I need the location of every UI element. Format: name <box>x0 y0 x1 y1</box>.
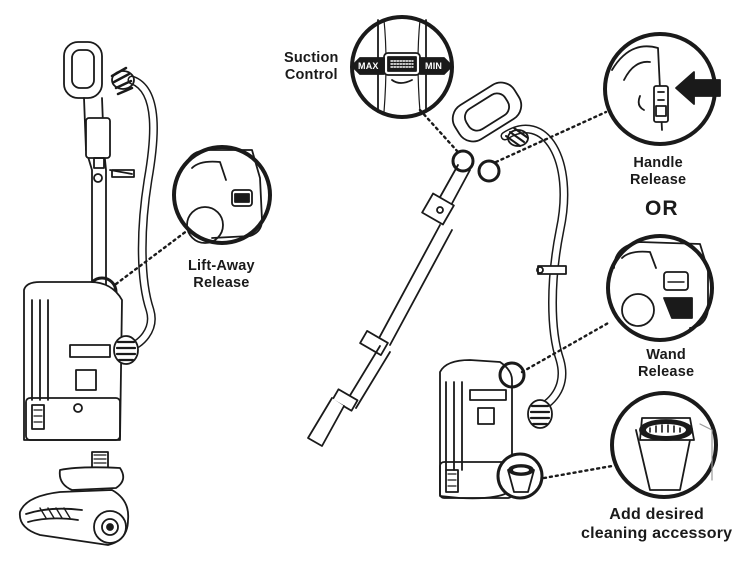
add-accessory-label-line2: cleaning accessory <box>581 525 733 542</box>
upright-floor-nozzle <box>18 451 130 546</box>
add-accessory-label: Add desired cleaning accessory <box>581 505 732 543</box>
handle-release-zoom <box>603 32 721 146</box>
add-accessory-label-line1: Add desired <box>609 506 704 523</box>
max-arrow-icon <box>351 57 385 75</box>
suction-control-marker <box>451 149 475 173</box>
lift-away-release-label: Lift-Away Release <box>188 258 255 292</box>
wand-release-label: Wand Release <box>638 347 694 381</box>
wand-release-label-line2: Release <box>638 364 695 380</box>
min-arrow-icon <box>419 57 453 75</box>
handle-release-label-line2: Release <box>630 172 687 188</box>
suction-control-label: Suction Control <box>284 50 339 84</box>
suction-control-zoom <box>350 15 454 119</box>
lift-away-release-label-line2: Release <box>193 275 250 291</box>
wand-release-marker <box>498 361 526 389</box>
push-arrow-icon <box>675 71 721 105</box>
handle-release-marker <box>477 159 501 183</box>
lift-away-zoom <box>172 145 272 245</box>
lift-away-vacuum <box>307 81 569 500</box>
wand-release-zoom <box>606 234 714 342</box>
upright-vacuum <box>18 41 272 546</box>
max-label: MAX <box>358 61 379 71</box>
handle-release-label-line1: Handle <box>633 155 683 171</box>
lift-away-release-label-line1: Lift-Away <box>188 258 255 274</box>
suction-control-label-line2: Control <box>284 67 338 83</box>
min-label: MIN <box>425 61 443 71</box>
handle-release-label: Handle Release <box>630 155 686 189</box>
wand-release-label-line1: Wand <box>646 347 686 363</box>
suction-slider-dots <box>387 56 417 72</box>
accessory-zoom <box>610 391 718 499</box>
suction-control-label-line1: Suction <box>284 50 339 66</box>
or-separator: OR <box>645 197 679 220</box>
